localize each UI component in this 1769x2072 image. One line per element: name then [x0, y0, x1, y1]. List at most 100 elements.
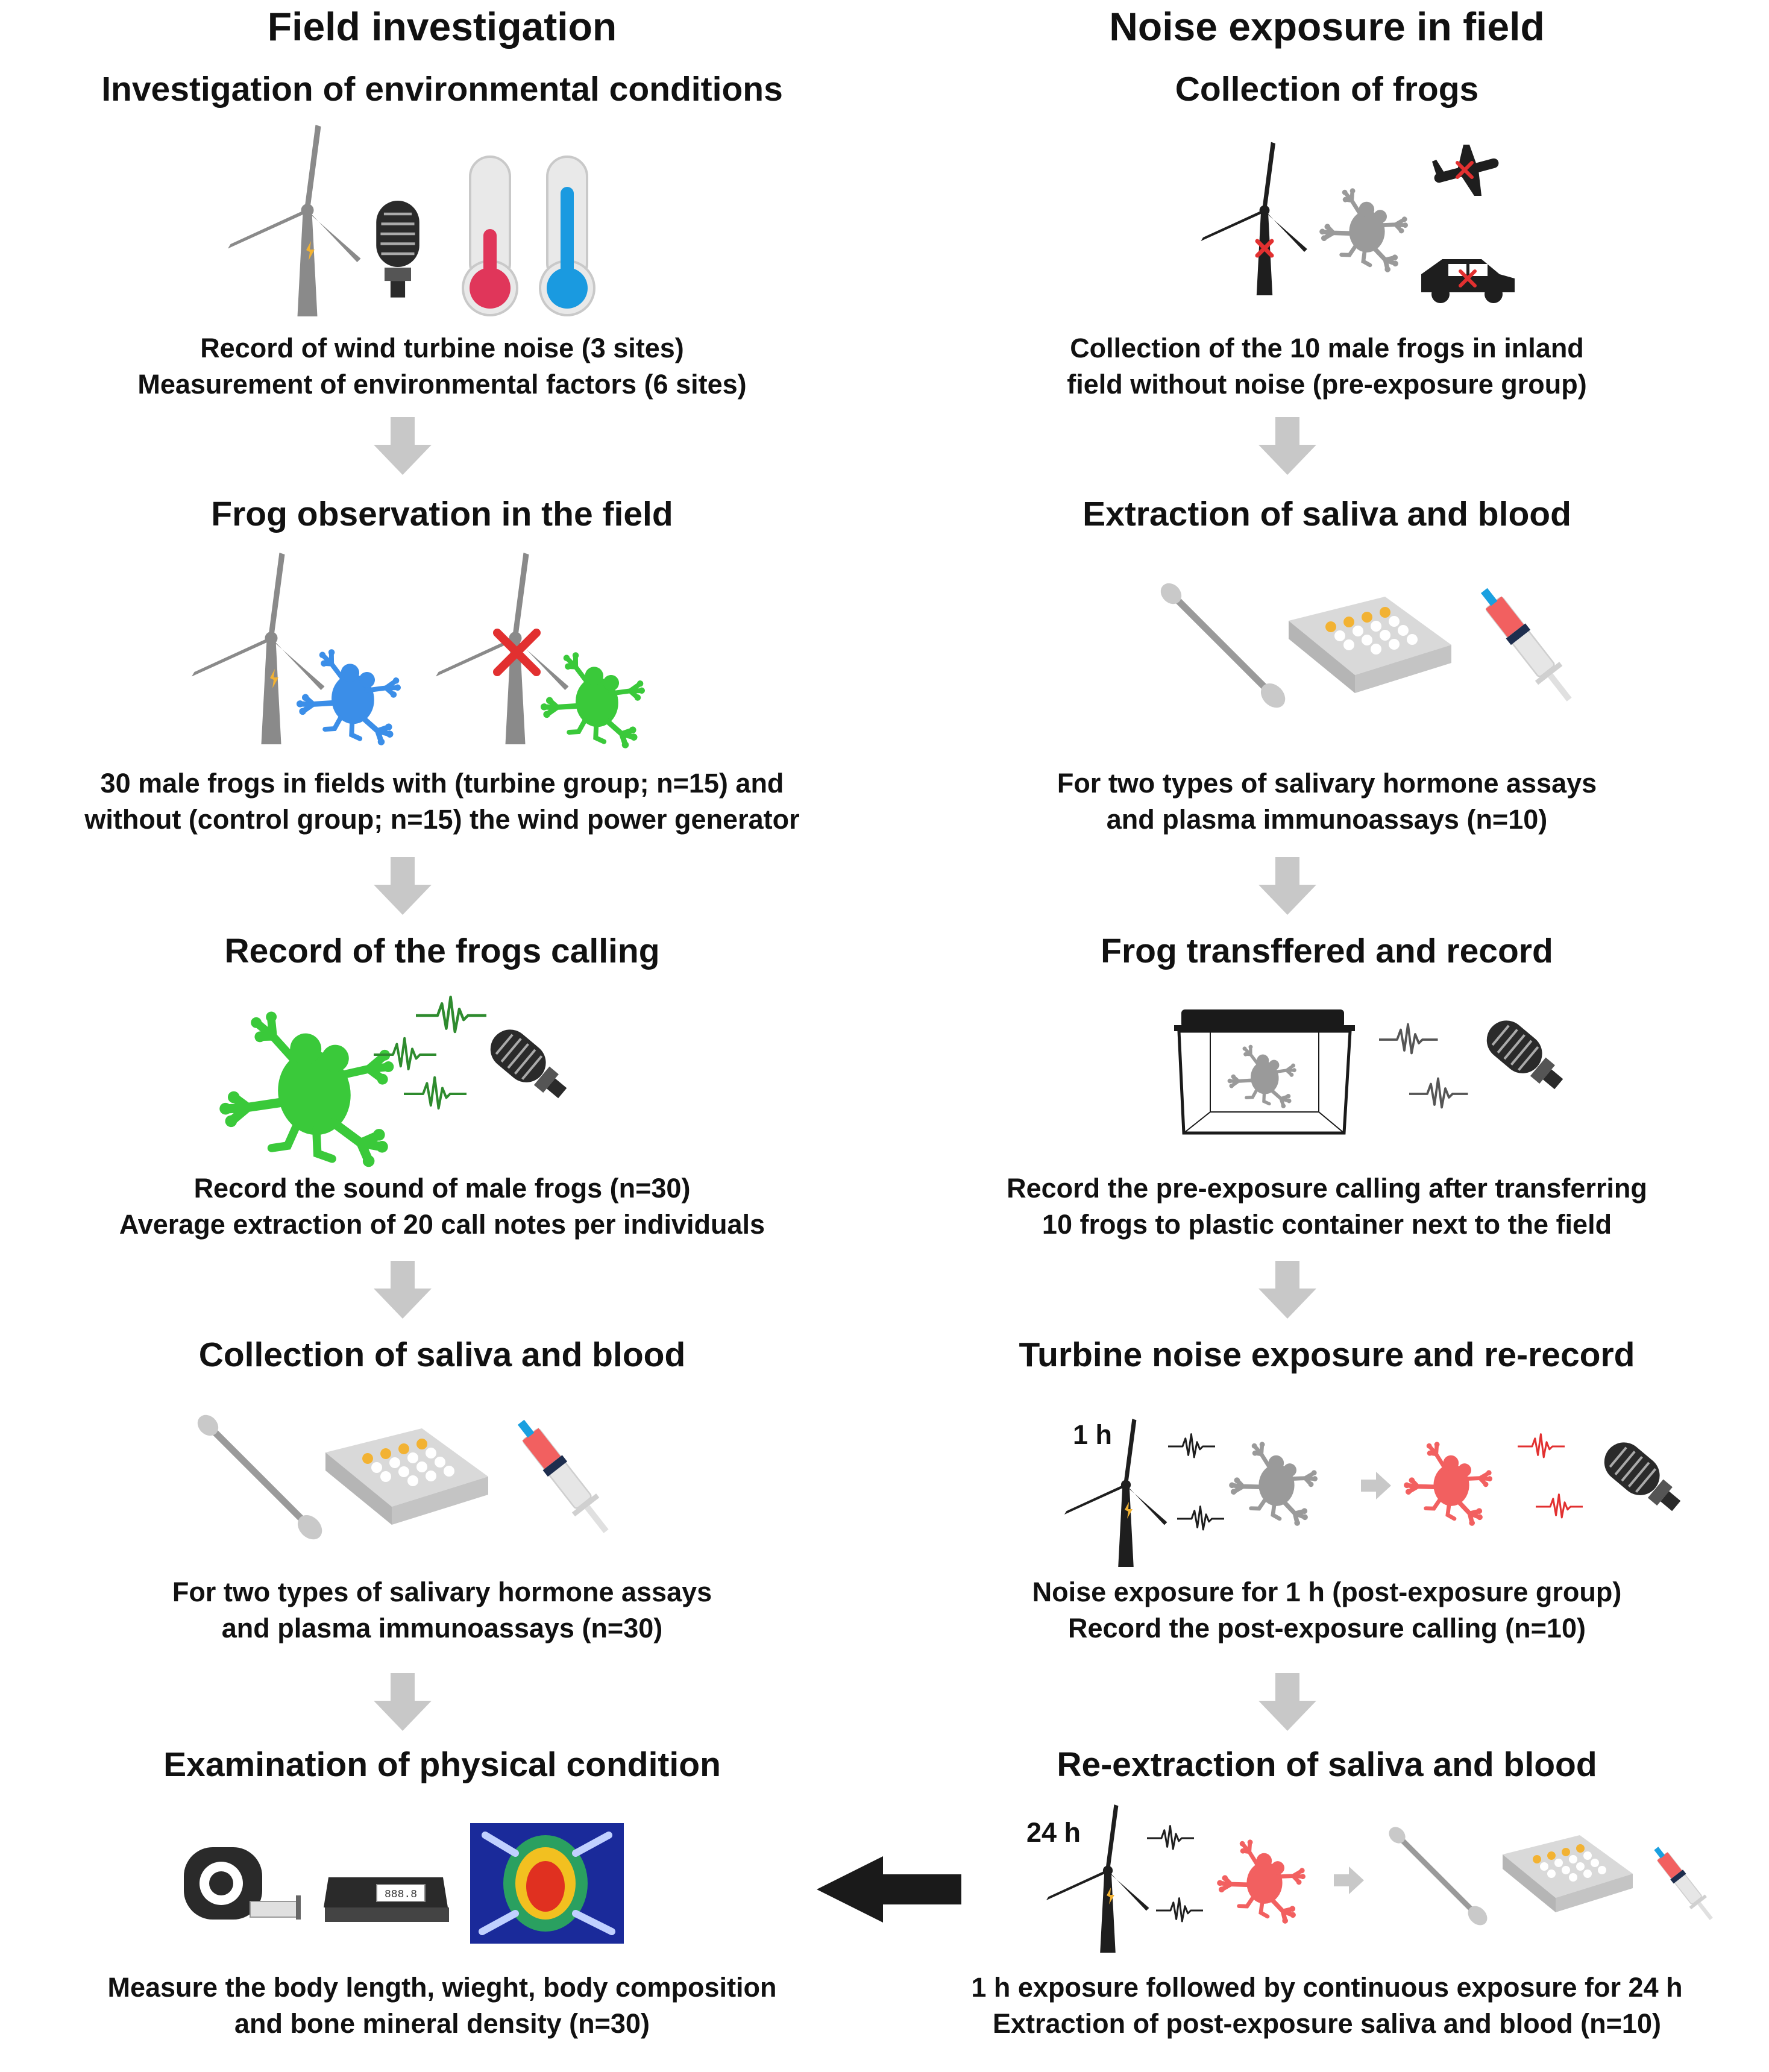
sound-wave-icon [1535, 1493, 1584, 1519]
microphone-icon [481, 1020, 577, 1110]
left-step-4-title: Collection of saliva and blood [198, 1336, 686, 1374]
well-plate-icon [325, 1428, 488, 1525]
well-plate-icon [1503, 1835, 1633, 1912]
left-column-title: Field investigation [267, 4, 617, 49]
left-step-5-caption-2: and bone mineral density (n=30) [234, 2008, 650, 2039]
microphone-icon [1595, 1433, 1691, 1522]
right-step-1-caption-2: field without noise (pre-exposure group) [1067, 369, 1587, 400]
left-step-2-caption-2: without (control group; n=15) the wind p… [84, 804, 800, 835]
sample-extraction-icons [1156, 579, 1582, 735]
lightning-icon [1125, 1502, 1133, 1519]
lightning-icon [1107, 1888, 1114, 1904]
syringe-icon [1648, 1842, 1720, 1926]
sound-wave-icon [404, 1078, 467, 1108]
left-step-5-caption-1: Measure the body length, wieght, body co… [107, 1972, 777, 2003]
frog-observation-icons [192, 553, 663, 747]
wind-turbine-icon [1064, 1419, 1167, 1567]
sound-wave-icon [1167, 1433, 1216, 1458]
sound-wave-icon [1408, 1077, 1469, 1109]
frog-icon [1399, 1436, 1502, 1528]
sound-wave-icon [1176, 1505, 1225, 1531]
left-step-4-caption-1: For two types of salivary hormone assays [172, 1577, 712, 1607]
lightning-icon [306, 241, 315, 260]
left-step-4-caption-2: and plasma immunoassays (n=30) [221, 1613, 663, 1643]
left-step-3-title: Record of the frogs calling [224, 932, 660, 970]
lightning-icon [270, 669, 278, 688]
noise-exposure-icons [1064, 1419, 1691, 1567]
left-step-3-caption-2: Average extraction of 20 call notes per … [119, 1209, 765, 1240]
right-step-4-caption-1: Noise exposure for 1 h (post-exposure gr… [1032, 1577, 1622, 1607]
container-icon [1174, 1009, 1355, 1135]
wind-turbine-icon [1046, 1804, 1149, 1953]
sound-wave-icon [416, 997, 486, 1032]
scale-readout: 888.8 [385, 1889, 417, 1901]
frog-icon [1212, 1834, 1315, 1926]
left-step-5-title: Examination of physical condition [163, 1745, 721, 1784]
syringe-icon [1471, 580, 1582, 710]
well-plate-icon [1289, 597, 1451, 693]
thermometer-icon [539, 155, 595, 316]
microphone-icon [376, 201, 419, 298]
left-step-1-title: Investigation of environmental condition… [101, 70, 783, 108]
right-step-5-caption-2: Extraction of post-exposure saliva and b… [993, 2008, 1661, 2039]
down-arrow-icon [1258, 417, 1316, 475]
left-step-2-caption-1: 30 male frogs in fields with (turbine gr… [100, 768, 784, 799]
down-arrow-icon [1258, 857, 1316, 915]
down-arrow-icon [1258, 1673, 1316, 1731]
red-cross-icon [1255, 239, 1274, 258]
physical-condition-icons: 888.8 [184, 1823, 624, 1944]
transfer-record-icons [1174, 1009, 1573, 1135]
right-step-3-caption-2: 10 frogs to plastic container next to th… [1042, 1209, 1612, 1240]
right-arrow-icon [1334, 1866, 1364, 1894]
down-arrow-icon [374, 1673, 432, 1731]
big-left-arrow-icon [817, 1856, 961, 1923]
right-step-3-caption-1: Record the pre-exposure calling after tr… [1007, 1173, 1647, 1204]
wind-turbine-icon [228, 125, 361, 316]
field-investigation-column: Field investigation Investigation of env… [0, 0, 884, 2072]
right-step-4-caption-2: Record the post-exposure calling (n=10) [1068, 1613, 1586, 1643]
red-cross-icon [1456, 161, 1474, 179]
down-arrow-icon [1258, 1261, 1316, 1319]
right-step-5-caption-1: 1 h exposure followed by continuous expo… [971, 1972, 1683, 2003]
right-step-1-caption-1: Collection of the 10 male frogs in inlan… [1070, 333, 1584, 363]
left-step-1-caption-1: Record of wind turbine noise (3 sites) [200, 333, 684, 363]
right-step-3-title: Frog transffered and record [1101, 932, 1553, 970]
cotton-swab-icon [1157, 579, 1290, 712]
right-step-5-title: Re-extraction of saliva and blood [1057, 1745, 1597, 1784]
cotton-swab-icon [193, 1411, 327, 1544]
down-arrow-icon [374, 1261, 432, 1319]
noise-exposure-column: Noise exposure in field Collection of fr… [885, 0, 1769, 2072]
wind-turbine-icon [1201, 142, 1307, 295]
down-arrow-icon [374, 857, 432, 915]
red-cross-icon [493, 629, 541, 676]
one-hour-label: 1 h [1073, 1419, 1113, 1450]
right-arrow-icon [1361, 1472, 1391, 1499]
left-step-3-caption-1: Record the sound of male frogs (n=30) [193, 1173, 691, 1204]
thermometer-icon [462, 155, 518, 316]
right-step-2-caption-2: and plasma immunoassays (n=10) [1106, 804, 1548, 835]
sound-wave-icon [1378, 1023, 1439, 1055]
right-column-title: Noise exposure in field [1109, 4, 1545, 49]
down-arrow-icon [374, 417, 432, 475]
environment-icons [228, 125, 595, 316]
frog-collection-icons [1201, 142, 1515, 303]
frog-calling-icons [223, 988, 577, 1169]
left-step-1-caption-2: Measurement of environmental factors (6 … [137, 369, 747, 400]
cotton-swab-icon [1386, 1824, 1491, 1929]
sound-wave-icon [1146, 1825, 1195, 1850]
right-step-2-caption-1: For two types of salivary hormone assays [1057, 768, 1597, 799]
sample-collection-icons [193, 1410, 619, 1567]
right-step-2-title: Extraction of saliva and blood [1082, 495, 1571, 533]
syringe-icon [507, 1411, 619, 1542]
twenty-four-hour-label: 24 h [1026, 1817, 1081, 1848]
frog-icon [215, 1006, 407, 1169]
wind-turbine-icon [192, 553, 325, 744]
re-extraction-icons [1046, 1804, 1720, 1953]
sound-wave-icon [1155, 1897, 1204, 1923]
body-scan-icon [470, 1823, 624, 1944]
scale-icon: 888.8 [324, 1877, 449, 1922]
microphone-icon [1477, 1011, 1573, 1100]
right-step-1-title: Collection of frogs [1175, 70, 1479, 108]
tape-measure-icon [184, 1847, 301, 1920]
frog-icon [1315, 183, 1418, 275]
